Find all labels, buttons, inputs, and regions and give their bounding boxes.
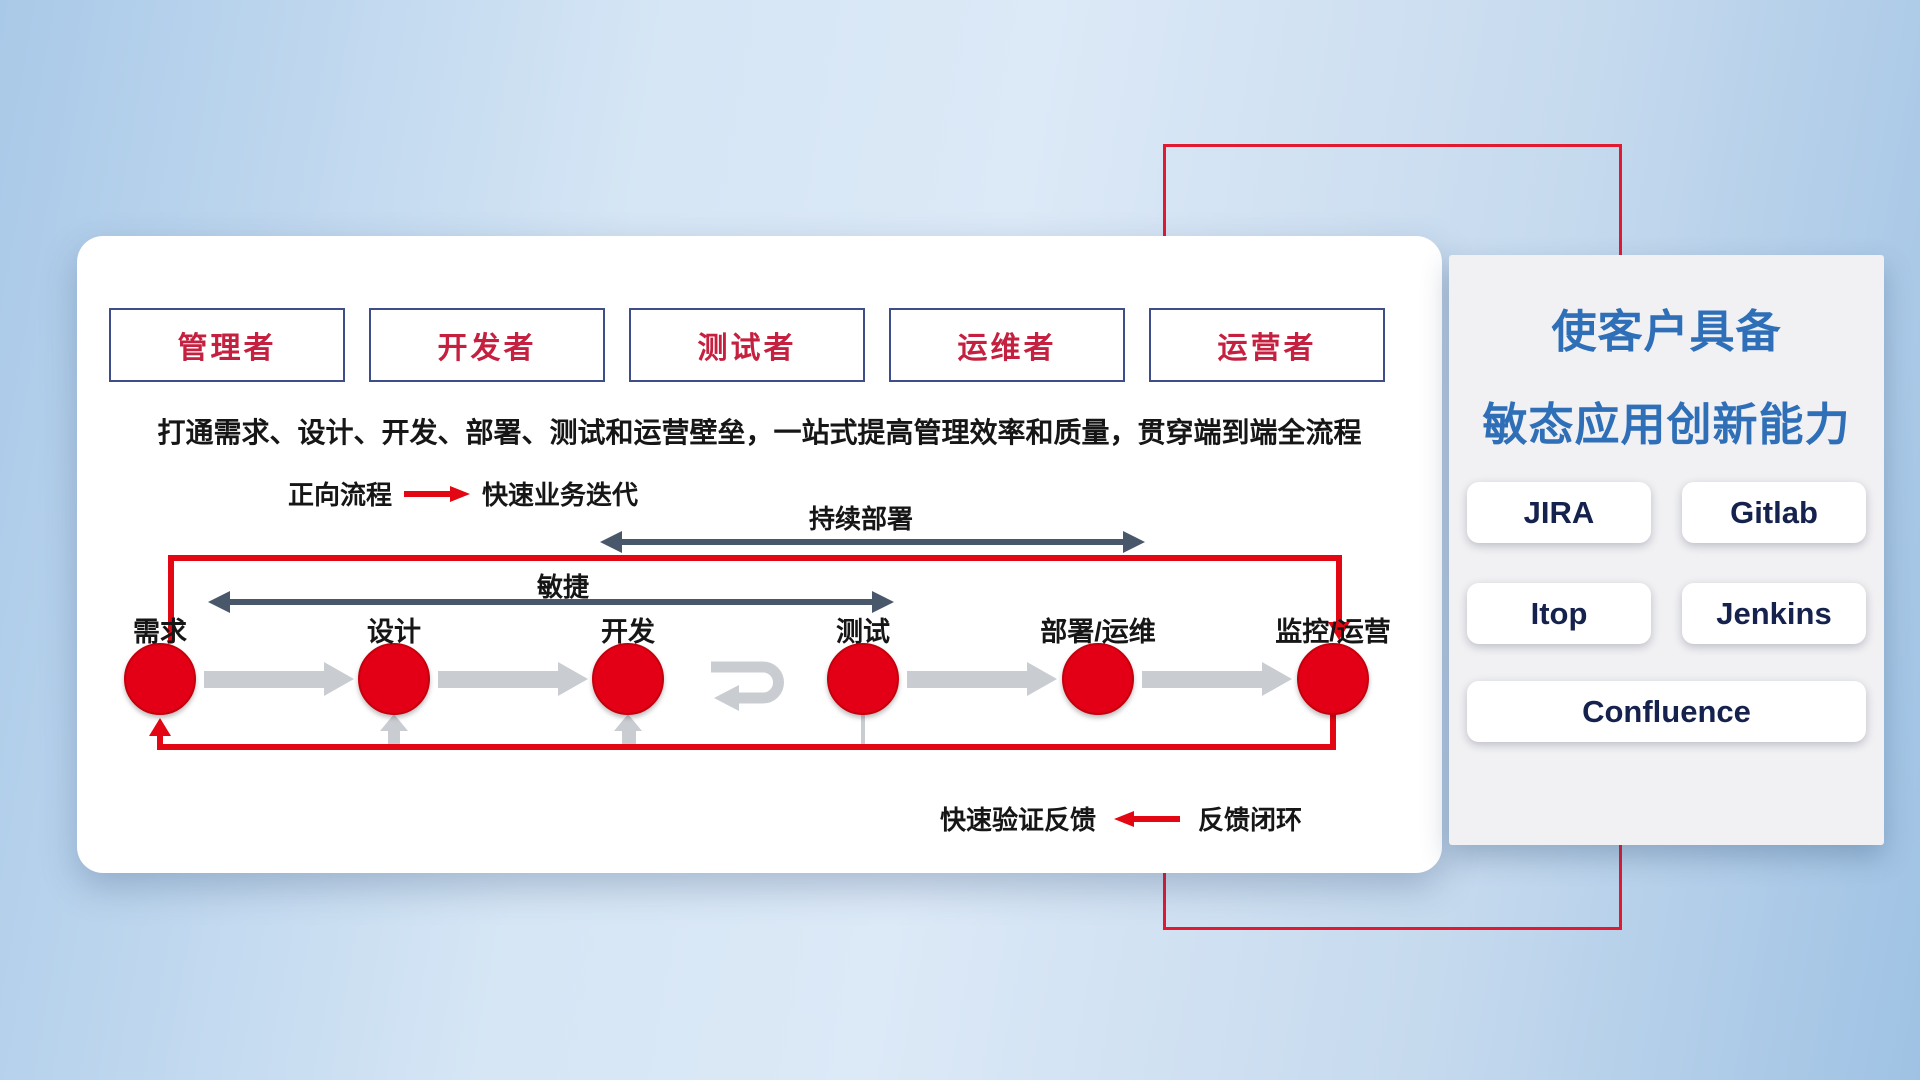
feedback-up-arrow-icons [380, 714, 865, 745]
role-box-operations: 运营者 [1149, 308, 1385, 382]
tool-row-3: Confluence [1467, 681, 1866, 742]
tool-row-1: JIRA Gitlab [1467, 482, 1866, 543]
agile-double-arrow-icon [208, 591, 894, 613]
continuous-deploy-double-arrow-icon [600, 531, 1145, 553]
stage-arrow-icons [204, 662, 1292, 696]
tool-chip-itop: Itop [1467, 583, 1651, 644]
forward-loop-line [168, 555, 1350, 643]
tool-chip-confluence: Confluence [1467, 681, 1866, 742]
forward-legend-label: 正向流程 [288, 480, 393, 510]
iteration-loop-icon [711, 661, 784, 711]
tool-chip-gitlab: Gitlab [1682, 482, 1866, 543]
forward-legend-value: 快速业务迭代 [482, 480, 639, 510]
devops-flow-panel: 管理者 开发者 测试者 运维者 运营者 打通需求、设计、开发、部署、测试和运营壁… [77, 236, 1442, 873]
tool-chip-jenkins: Jenkins [1682, 583, 1866, 644]
continuous-deploy-label: 持续部署 [808, 504, 914, 534]
side-panel-title-line2: 敏态应用创新能力 [1482, 399, 1851, 450]
feedback-legend-label: 快速验证反馈 [940, 805, 1097, 835]
description-text: 打通需求、设计、开发、部署、测试和运营壁垒，一站式提高管理效率和质量，贯穿端到端… [157, 417, 1362, 448]
stage-label-requirements: 需求 [133, 617, 187, 647]
feedback-legend-value: 反馈闭环 [1198, 805, 1303, 835]
roles-row: 管理者 开发者 测试者 运维者 运营者 [109, 308, 1385, 382]
feedback-loop-line [149, 714, 1336, 750]
feedback-arrow-icon [1114, 810, 1181, 827]
role-box-tester: 测试者 [629, 308, 865, 382]
side-panel: 使客户具备 敏态应用创新能力 JIRA Gitlab Itop Jenkins … [1449, 255, 1884, 845]
tool-chip-jira: JIRA [1467, 482, 1651, 543]
agile-label: 敏捷 [536, 572, 590, 602]
side-panel-title-line1: 使客户具备 [1551, 306, 1782, 357]
role-box-manager: 管理者 [109, 308, 345, 382]
forward-legend: 正向流程 快速业务迭代 [288, 475, 638, 512]
stage-circle-icons [124, 643, 1369, 715]
stage-label-development: 开发 [601, 617, 655, 647]
forward-arrow-icon [404, 485, 471, 502]
feedback-legend: 快速验证反馈 反馈闭环 [940, 800, 1302, 837]
stage-label-deploy-ops: 部署/运维 [1040, 617, 1156, 647]
role-box-ops: 运维者 [889, 308, 1125, 382]
tool-row-2: Itop Jenkins [1467, 583, 1866, 644]
role-box-developer: 开发者 [369, 308, 605, 382]
stage-label-design: 设计 [367, 617, 421, 647]
stage-label-testing: 测试 [836, 617, 890, 647]
stage-label-monitor-ops: 监控/运营 [1275, 617, 1391, 647]
flow-diagram [124, 531, 1369, 750]
